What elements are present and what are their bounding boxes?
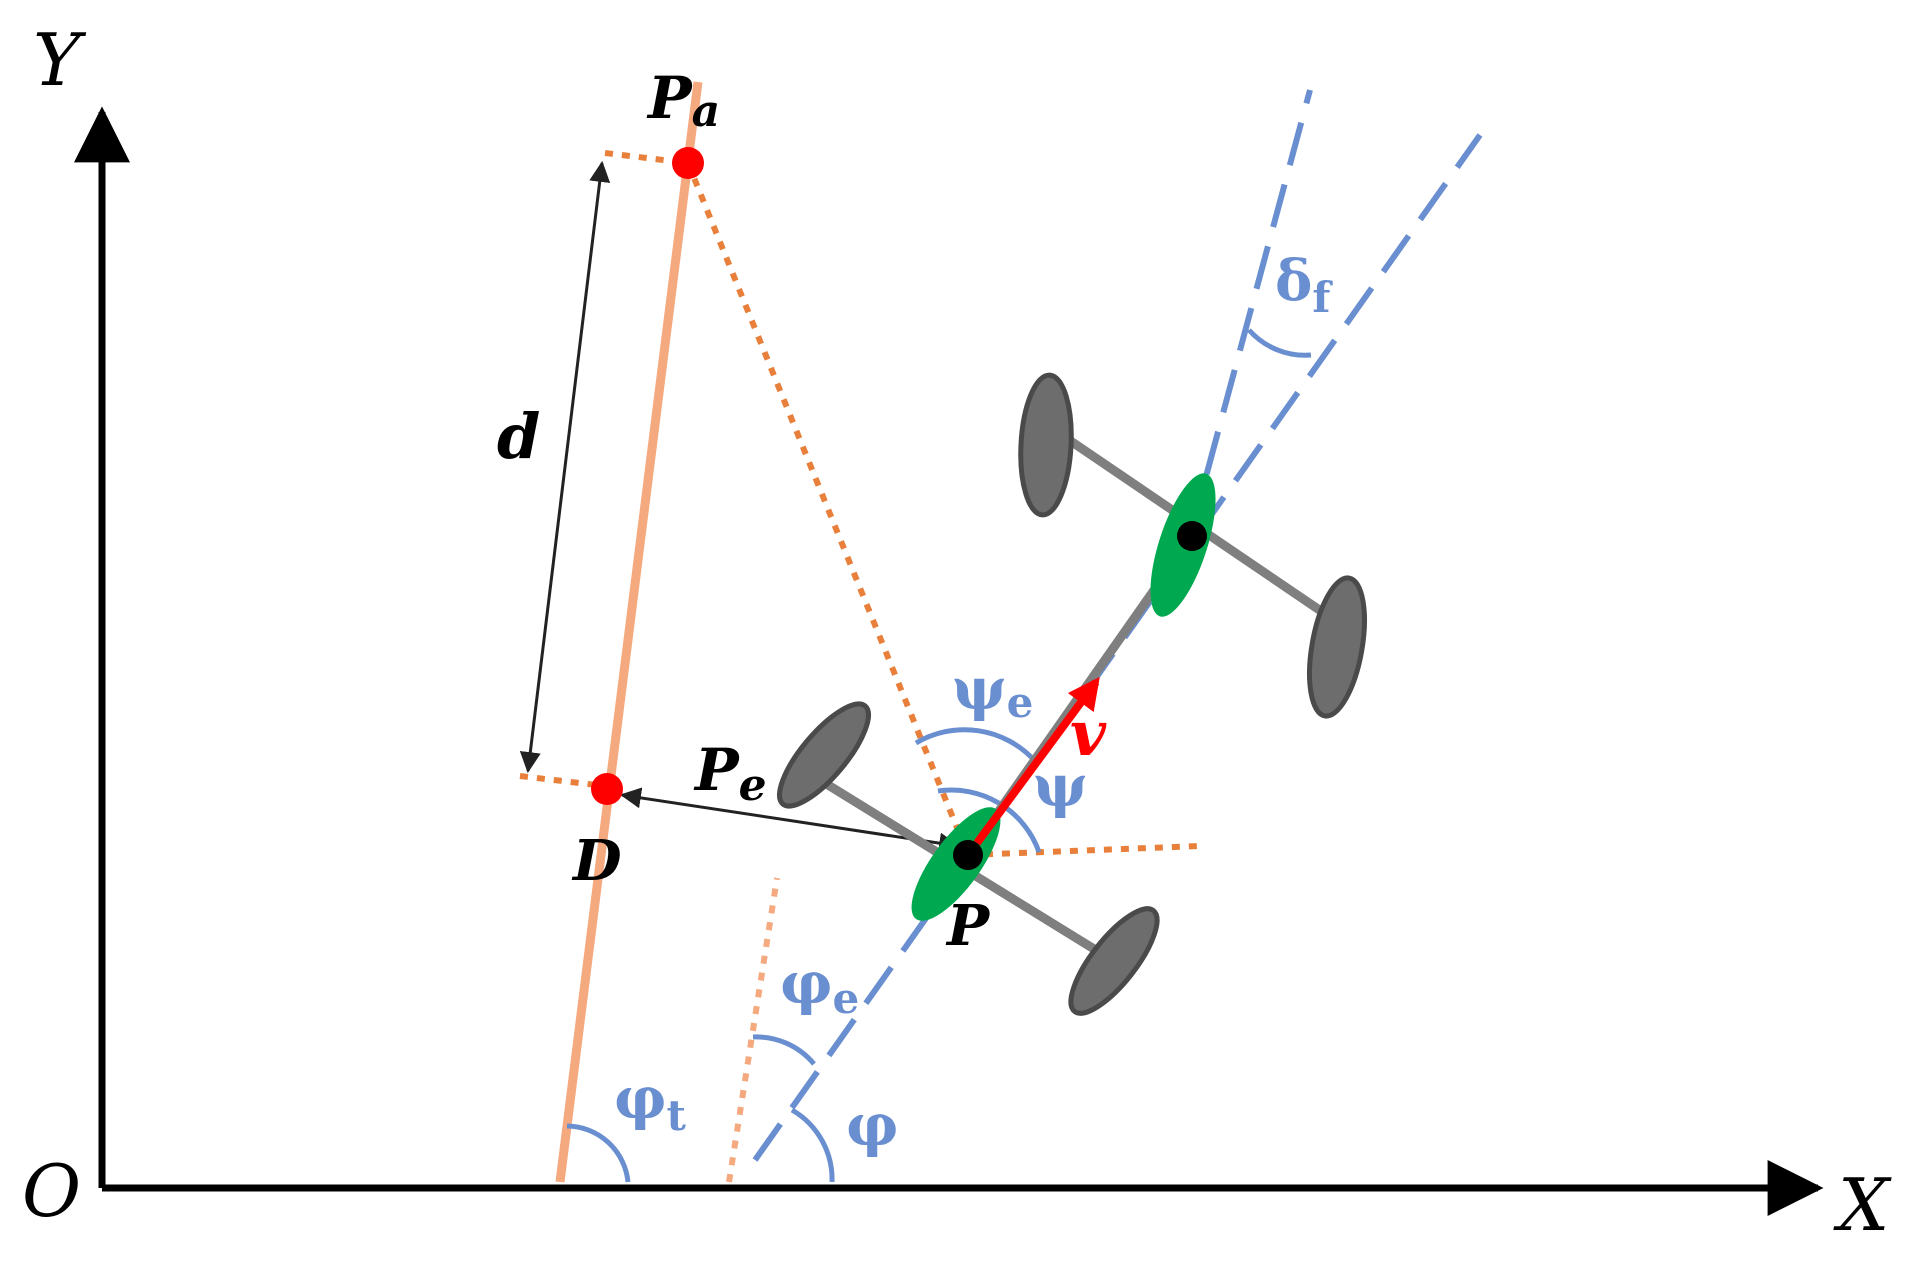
label-Pe: Pe: [693, 736, 767, 811]
label-v: v: [1070, 697, 1107, 770]
label-psi: ψ: [1033, 752, 1088, 820]
rear-axle-center-P: [953, 840, 983, 870]
point-D: [591, 773, 623, 805]
phi-e-arc: [752, 1034, 816, 1066]
phi-t-arc: [566, 1123, 631, 1183]
rear-right-wheel: [1068, 906, 1160, 1016]
phi-arc: [790, 1107, 835, 1183]
label-delta-f: δf: [1275, 248, 1333, 322]
label-P: P: [945, 893, 991, 959]
label-Pa: Pa: [646, 64, 720, 137]
rear-left-wheel: [777, 701, 871, 809]
front-right-wheel: [1307, 575, 1367, 719]
label-phi: φ: [846, 1091, 898, 1159]
label-D: D: [571, 828, 622, 894]
blue-dashed-lines: [752, 89, 1483, 1162]
point-Pa: [672, 147, 704, 179]
axis-x-label: X: [1833, 1163, 1892, 1247]
psi-e-arc: [914, 727, 1036, 762]
reference-path: [555, 81, 703, 1183]
velocity-arrow: [973, 676, 1100, 846]
delta-f-arc: [1247, 328, 1312, 358]
label-phi-t: φt: [614, 1064, 686, 1140]
label-phi-e: φe: [780, 949, 859, 1023]
front-left-wheel: [1018, 372, 1074, 518]
d-distance-arrow: [519, 160, 611, 774]
origin-label: O: [22, 1149, 81, 1233]
label-d: d: [497, 400, 540, 473]
axis-y-label: Y: [33, 18, 87, 102]
label-psi-e: ψe: [952, 655, 1033, 727]
pe-distance-arrow: [619, 787, 961, 854]
heading-reference-dotted: [726, 877, 780, 1183]
front-axle-center: [1177, 521, 1207, 551]
angle-arcs: [566, 328, 1312, 1183]
